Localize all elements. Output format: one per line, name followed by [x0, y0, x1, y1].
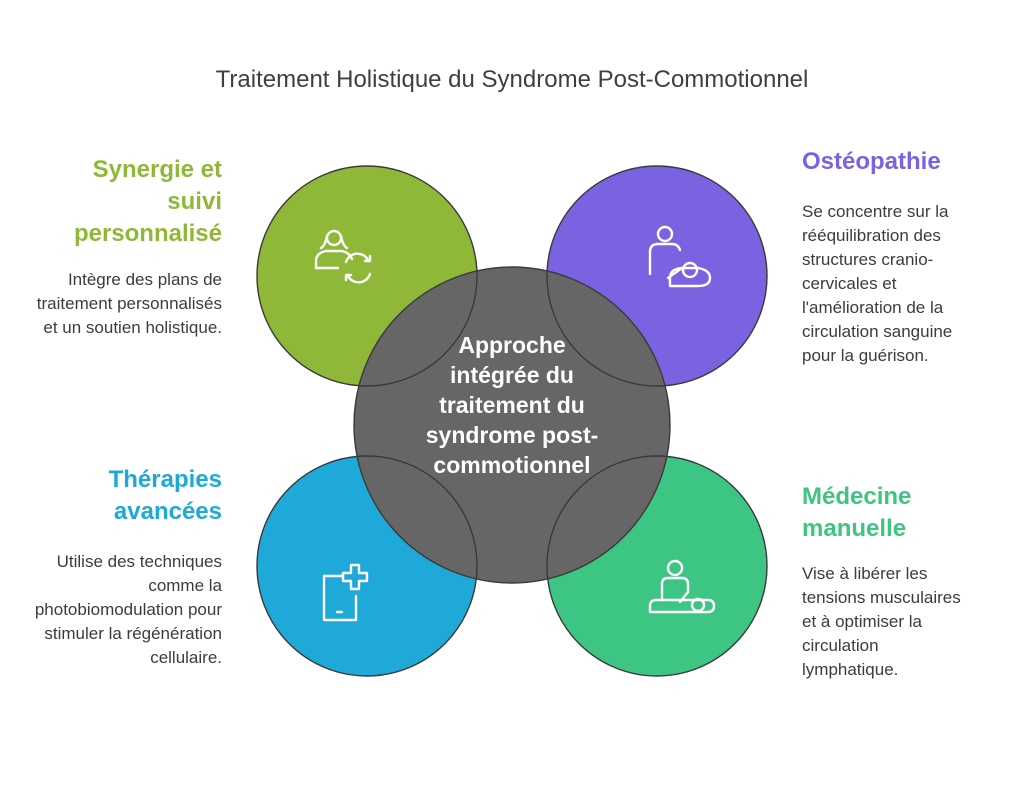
heading-osteopathie: Ostéopathie — [802, 148, 941, 175]
outline-osteopathie — [546, 165, 768, 387]
heading-medecine: Médecine manuelle — [802, 483, 912, 542]
outline-synergie — [256, 165, 478, 387]
outline-medecine — [546, 455, 768, 677]
person-cycle-icon — [314, 229, 372, 284]
heading-synergie: Synergie et suivi personnalisé — [73, 156, 222, 247]
center-circle — [354, 267, 670, 583]
caregiver-baby-icon — [648, 225, 712, 288]
desc-medecine: Vise à libérer les tensions musculaires … — [802, 564, 961, 679]
medical-tablet-icon — [322, 563, 369, 622]
outline-therapies — [256, 455, 478, 677]
outline-center — [353, 266, 671, 584]
center-label: Approche intégrée du traitement du syndr… — [425, 332, 599, 478]
desc-osteopathie: Se concentre sur la rééquilibration des … — [802, 202, 953, 365]
heading-therapies: Thérapies avancées — [108, 466, 222, 525]
diagram-title: Traitement Holistique du Syndrome Post-C… — [215, 66, 809, 93]
massage-therapist-icon — [648, 559, 716, 614]
desc-therapies: Utilise des techniques comme la photobio… — [34, 552, 222, 667]
desc-synergie: Intègre des plans de traitement personna… — [36, 270, 222, 337]
